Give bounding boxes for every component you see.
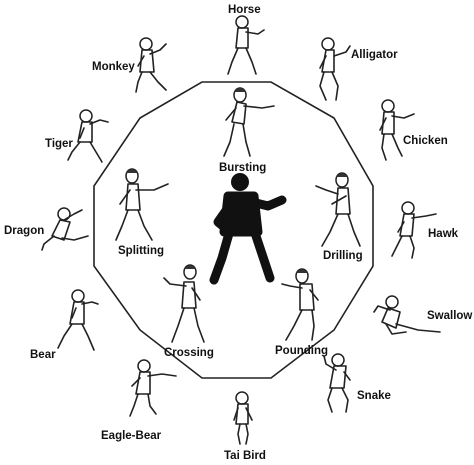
label-eagle-bear: Eagle-Bear: [101, 430, 162, 442]
figure-snake: [323, 353, 351, 413]
label-dragon: Dragon: [4, 225, 44, 237]
figure-dragon: [41, 207, 89, 251]
label-bursting: Bursting: [219, 162, 266, 174]
figure-splitting: [115, 168, 169, 241]
label-monkey: Monkey: [92, 61, 135, 73]
label-tai-bird: Tai Bird: [224, 450, 266, 462]
figure-alligator: [319, 37, 351, 101]
label-bear: Bear: [30, 349, 56, 361]
figure-tai-bird: [233, 391, 253, 445]
figure-tiger: [67, 109, 109, 163]
label-hawk: Hawk: [428, 228, 459, 240]
label-horse: Horse: [228, 4, 261, 16]
center-silhouette-figure: [209, 173, 287, 285]
label-chicken: Chicken: [403, 135, 448, 147]
figure-eagle-bear: [129, 359, 177, 417]
figure-chicken: [379, 99, 415, 161]
figure-hawk: [391, 201, 437, 259]
label-snake: Snake: [357, 390, 391, 402]
figure-drilling: [315, 172, 361, 247]
label-pounding: Pounding: [275, 345, 328, 357]
figure-horse: [227, 15, 265, 75]
figure-bursting: [223, 87, 275, 157]
label-splitting: Splitting: [118, 245, 164, 257]
label-crossing: Crossing: [164, 347, 214, 359]
label-swallow: Swallow: [427, 310, 472, 322]
label-drilling: Drilling: [323, 250, 363, 262]
figure-swallow: [373, 295, 441, 335]
label-tiger: Tiger: [45, 138, 73, 150]
figure-bear: [57, 289, 99, 351]
figure-monkey: [135, 37, 167, 93]
dodecagon-frame: [93, 81, 374, 379]
figure-crossing: [163, 264, 205, 343]
label-alligator: Alligator: [351, 49, 398, 61]
figure-pounding: [281, 268, 319, 341]
